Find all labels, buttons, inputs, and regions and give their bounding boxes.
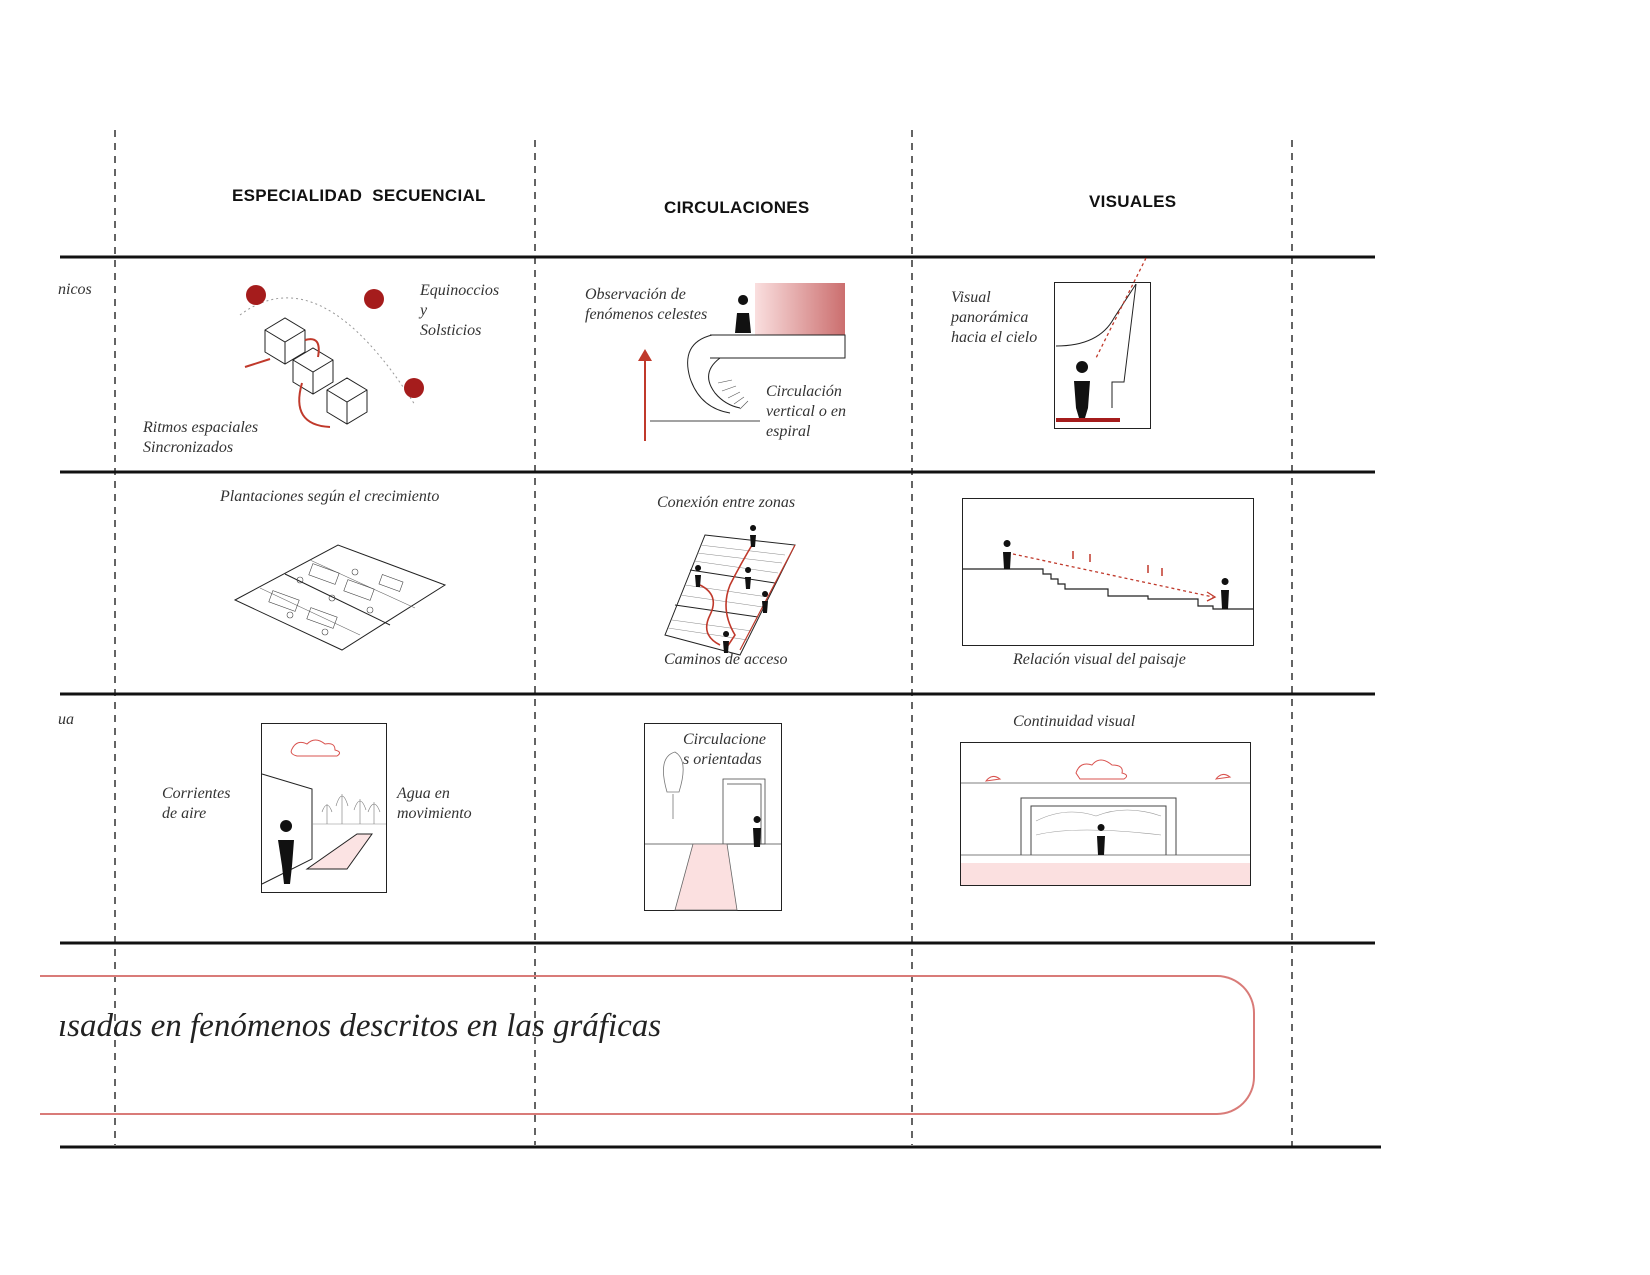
label-relacion-visual: Relación visual del paisaje: [1013, 651, 1186, 668]
label-caminos-acceso: Caminos de acceso: [664, 651, 788, 668]
label-continuidad-visual: Continuidad visual: [1013, 713, 1136, 730]
header-visuales: VISUALES: [1089, 192, 1177, 211]
oriented-circulation-illustration: [645, 751, 781, 911]
label-plantaciones: Plantaciones según el crecimiento: [220, 488, 440, 505]
person-icon: [695, 565, 702, 587]
banner-text: ısadas en fenómenos descritos en las grá…: [58, 1008, 662, 1044]
person-icon: [278, 820, 294, 884]
continuity-frame: [960, 742, 1251, 886]
person-icon: [762, 591, 769, 613]
header-especialidad-secuencial: ESPECIALIDAD SECUENCIAL: [232, 186, 486, 205]
sun-dot: [364, 289, 384, 309]
person-icon: [1097, 824, 1105, 855]
landscape-frame: [962, 498, 1254, 646]
conclusion-banner: [40, 975, 1255, 1115]
sun-dot: [246, 285, 266, 305]
person-icon: [750, 525, 757, 547]
landscape-relation-illustration: [963, 540, 1253, 610]
person-icon: [753, 816, 761, 847]
panoramic-frame: [1054, 282, 1151, 429]
person-icon: [1003, 540, 1011, 569]
person-icon: [745, 567, 752, 589]
wind-water-illustration: [261, 739, 386, 885]
equinox-cubes-illustration: [239, 285, 424, 428]
panoramic-sky-illustration: [1055, 257, 1147, 422]
edge-label-row3: ua: [58, 711, 74, 728]
zone-connection-illustration: [664, 525, 796, 656]
person-icon: [723, 631, 730, 653]
plantations-illustration: [233, 544, 447, 651]
spiral-stair-illustration: [638, 283, 846, 441]
edge-label-row1: nicos: [58, 281, 92, 298]
sun-dot: [404, 378, 424, 398]
person-icon: [1221, 578, 1229, 609]
person-icon: [1074, 361, 1090, 418]
visual-continuity-illustration: [961, 759, 1250, 885]
header-circulaciones: CIRCULACIONES: [664, 198, 810, 217]
label-conexion-zonas: Conexión entre zonas: [657, 494, 796, 511]
person-icon: [735, 295, 751, 333]
arrow-up-icon: [638, 349, 652, 361]
